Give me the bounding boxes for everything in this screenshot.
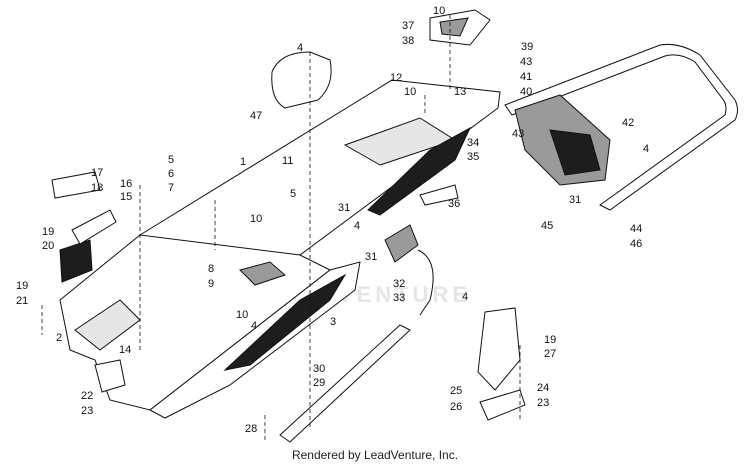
callout-4: 4 (643, 143, 649, 155)
tunnel-plate (139, 79, 501, 301)
footrest-right (477, 307, 526, 421)
callout-31: 31 (365, 251, 377, 263)
callout-19: 19 (42, 226, 54, 238)
callout-4: 4 (297, 42, 303, 54)
callout-38: 38 (402, 35, 414, 47)
callout-23: 23 (81, 405, 93, 417)
callout-18: 18 (91, 182, 103, 194)
callout-26: 26 (450, 401, 462, 413)
callout-46: 46 (630, 238, 642, 250)
heat-exchanger-bracket (94, 359, 126, 393)
footrest-left (51, 171, 117, 283)
callout-21: 21 (16, 295, 28, 307)
step-bracket (384, 224, 434, 316)
callout-25: 25 (450, 385, 462, 397)
callout-31: 31 (569, 194, 581, 206)
callout-11: 11 (282, 155, 293, 167)
callout-12: 12 (390, 72, 402, 84)
callout-37: 37 (402, 20, 414, 32)
crossbar-tube (279, 324, 411, 443)
callout-30: 30 (313, 363, 325, 375)
callout-20: 20 (42, 240, 54, 252)
lower-right-rail (149, 261, 361, 419)
callout-43: 43 (520, 56, 532, 68)
callout-14: 14 (119, 344, 131, 356)
callout-24: 24 (537, 382, 549, 394)
callout-43: 43 (512, 128, 524, 140)
callout-23: 23 (537, 397, 549, 409)
callout-47: 47 (250, 110, 262, 122)
callout-4: 4 (354, 220, 360, 232)
rear-brace (419, 184, 459, 206)
seat-cushion (271, 51, 332, 109)
callout-29: 29 (313, 377, 325, 389)
callout-10: 10 (236, 309, 248, 321)
callout-5: 5 (168, 154, 174, 166)
callout-7: 7 (168, 182, 174, 194)
callout-40: 40 (520, 86, 532, 98)
callout-31: 31 (338, 202, 350, 214)
callout-labels: 1 2 3 4 4 4 4 4 5 5 6 7 8 9 10 10 10 10 … (16, 5, 649, 435)
callout-9: 9 (208, 278, 214, 290)
callout-16: 16 (120, 178, 132, 190)
callout-33: 33 (393, 292, 405, 304)
callout-35: 35 (467, 151, 479, 163)
callout-22: 22 (81, 390, 93, 402)
callout-36: 36 (448, 198, 460, 210)
callout-5: 5 (290, 188, 296, 200)
callout-10: 10 (433, 5, 445, 17)
rear-bumper (504, 44, 738, 211)
callout-42: 42 (622, 117, 634, 129)
render-credit: Rendered by LeadVenture, Inc. (291, 448, 459, 462)
leader-lines (41, 15, 521, 440)
taillight (429, 9, 491, 46)
callout-41: 41 (520, 71, 532, 83)
callout-28: 28 (245, 423, 257, 435)
callout-6: 6 (168, 168, 174, 180)
snowflap (514, 94, 611, 186)
callout-4: 4 (462, 291, 468, 303)
callout-27: 27 (544, 348, 556, 360)
callout-13: 13 (454, 86, 466, 98)
callout-17: 17 (91, 167, 103, 179)
callout-15: 15 (120, 191, 132, 203)
callout-4: 4 (251, 320, 257, 332)
callout-10: 10 (404, 86, 416, 98)
callout-44: 44 (630, 223, 642, 235)
callout-3: 3 (330, 316, 336, 328)
callout-39: 39 (521, 41, 533, 53)
callout-34: 34 (467, 137, 479, 149)
callout-19: 19 (544, 334, 556, 346)
callout-8: 8 (208, 263, 214, 275)
callout-2: 2 (56, 332, 62, 344)
callout-1: 1 (240, 156, 246, 168)
callout-10: 10 (250, 213, 262, 225)
callout-45: 45 (541, 220, 553, 232)
callout-32: 32 (393, 278, 405, 290)
callout-19: 19 (16, 280, 28, 292)
